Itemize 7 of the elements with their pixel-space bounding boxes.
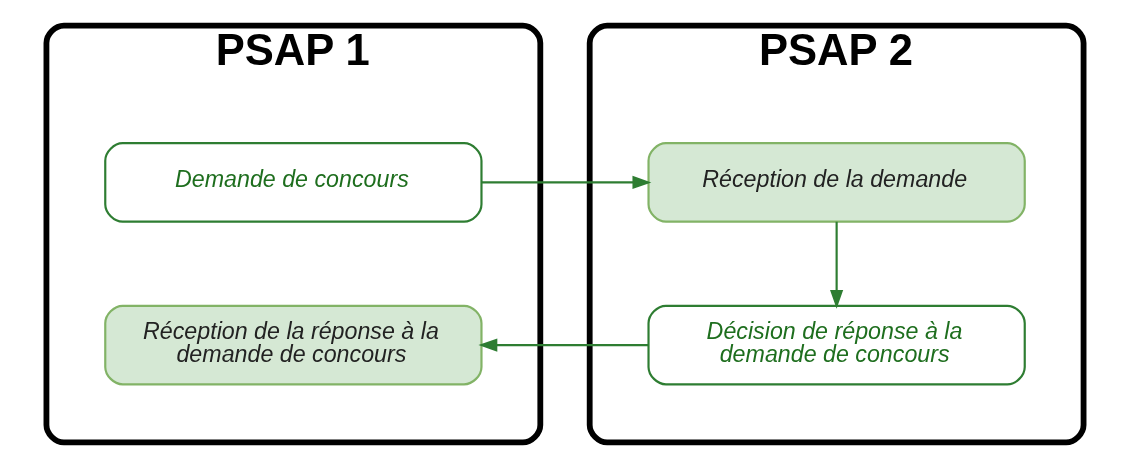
node-box: Demande de concours [103,142,483,223]
node-box: Décision de réponse à la demande de concours [646,304,1026,386]
arrow [481,175,651,190]
arrow [829,221,843,309]
arrow [477,338,648,352]
node-box: Réception de la demande [646,142,1026,223]
node-box: Réception de la réponse à la demande de concours [103,304,483,386]
